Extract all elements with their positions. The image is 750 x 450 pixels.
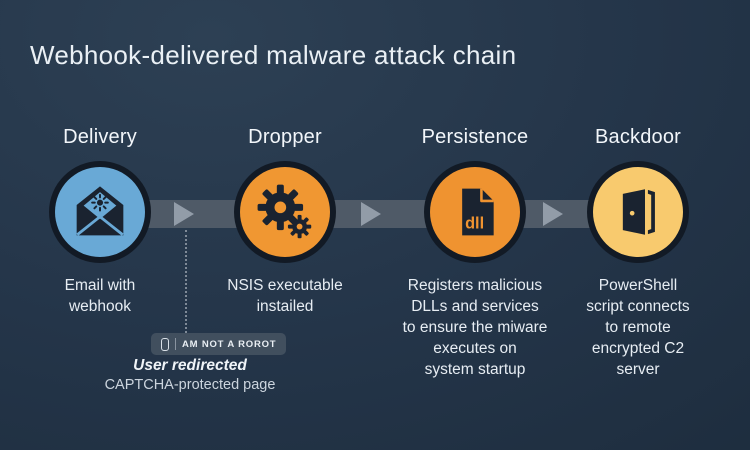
stage-delivery: Delivery (10, 126, 190, 317)
stage-circle (234, 161, 336, 263)
open-door-icon (622, 189, 655, 235)
captcha-captions: User redirected CAPTCHA-protected page (55, 357, 325, 393)
flow-arrow-icon (543, 202, 563, 226)
stage-circle (587, 161, 689, 263)
checkbox-icon (161, 337, 169, 351)
open-email-malware-icon (76, 186, 124, 236)
stage-description: Email with webhook (64, 277, 136, 315)
stage-circle: dll (424, 161, 526, 263)
stage-header: Dropper (248, 126, 322, 148)
dll-file-icon: dll (462, 188, 494, 236)
caption-user-redirected: User redirected (133, 357, 247, 374)
captcha-badge-label: AM NOT A ROROT (182, 338, 277, 350)
stage-header: Delivery (63, 126, 137, 148)
dll-file-label: dll (465, 214, 484, 232)
flow-arrow-icon (361, 202, 381, 226)
page-title: Webhook-delivered malware attack chain (30, 40, 517, 70)
badge-divider (175, 338, 176, 350)
dotted-connector-line (185, 230, 187, 333)
stage-dropper: Dropper (195, 126, 375, 317)
stage-persistence: Persistence dll Registers malicious DLLs… (381, 126, 569, 380)
stage-backdoor: Backdoor PowerShell script connects to r… (548, 126, 728, 380)
stage-header: Persistence (421, 126, 529, 148)
flow-arrow-icon (174, 202, 194, 226)
stage-description: PowerShell script connects to remote enc… (586, 277, 690, 378)
caption-captcha-page: CAPTCHA-protected page (104, 377, 276, 393)
stage-description: Registers malicious DLLs and services to… (402, 277, 548, 378)
gears-icon (257, 184, 312, 239)
captcha-badge: AM NOT A ROROT (151, 333, 287, 355)
stage-header: Backdoor (594, 126, 682, 148)
stage-circle (49, 161, 151, 263)
stage-description: NSIS executable instailed (227, 277, 343, 315)
